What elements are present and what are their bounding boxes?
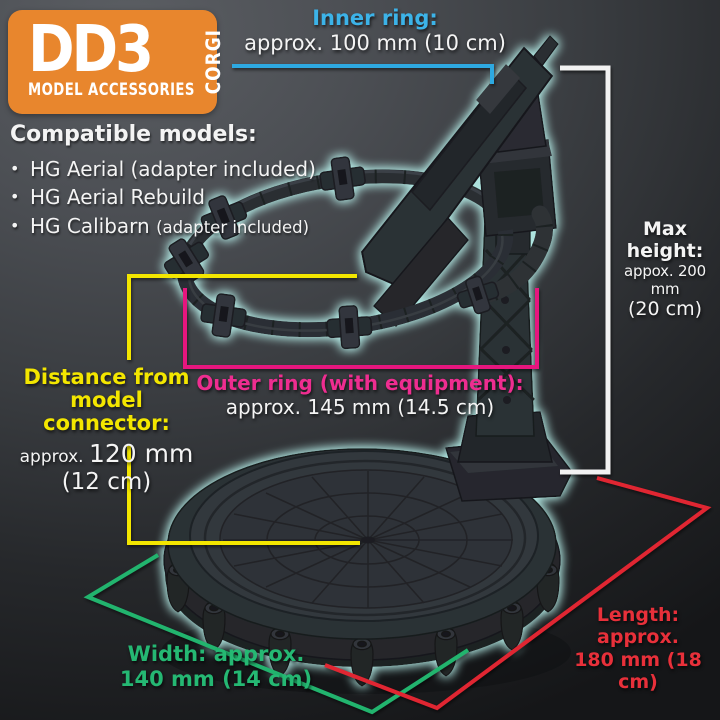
max-height-value-mm: appox. 200 mm: [624, 261, 706, 298]
connector-distance-dimension-line-bottom: [127, 446, 360, 545]
outer-ring-value: approx. 145 mm (14.5 cm): [225, 394, 495, 419]
list-item-text: HG Calibarn (adapter included): [30, 213, 310, 238]
connector-distance-value-cm: (12 cm): [61, 468, 152, 495]
mast-truss: [476, 248, 536, 402]
inner-ring-dimension-line: [232, 64, 494, 84]
outer-ring-annotation: Outer ring (with equipment): approx. 145…: [180, 371, 540, 419]
dimension-lines: [83, 64, 712, 715]
stand-base: [163, 437, 573, 687]
ring-pod: [200, 293, 373, 350]
logo-brand-text: DD3: [28, 12, 154, 87]
width-label: Width: approx.: [127, 642, 305, 666]
logo-side-text: CORGI: [202, 29, 226, 95]
ring-front: [177, 205, 553, 350]
bullet-icon: •: [10, 187, 20, 207]
inner-ring-label: Inner ring:: [312, 6, 438, 30]
connector-distance-label-line1: Distance from model: [23, 365, 190, 413]
connector-distance-dimension-line-top: [127, 274, 357, 360]
compatible-models-list: • HG Aerial (adapter included) • HG Aeri…: [10, 155, 322, 240]
bullet-icon: •: [10, 215, 20, 235]
inner-ring-value: approx. 100 mm (10 cm): [244, 30, 506, 55]
logo-subtitle-text: MODEL ACCESSORIES: [28, 80, 195, 101]
list-item: • HG Aerial (adapter included): [10, 155, 322, 183]
inner-ring-annotation: Inner ring: approx. 100 mm (10 cm): [225, 6, 525, 56]
ring-pod: [456, 275, 500, 315]
compatible-models-section: Compatible models: • HG Aerial (adapter …: [10, 122, 322, 240]
list-item: • HG Aerial Rebuild: [10, 183, 322, 211]
list-item-note: (adapter included): [156, 217, 310, 237]
length-label: Length: approx.: [596, 604, 680, 649]
list-item: • HG Calibarn (adapter included): [10, 212, 322, 240]
bullet-icon: •: [10, 159, 20, 178]
max-height-value-cm: (20 cm): [628, 298, 702, 321]
max-height-label: Max height:: [626, 218, 704, 263]
max-height-annotation: Max height: appox. 200 mm (20 cm): [610, 218, 720, 321]
length-dimension-line: [324, 476, 712, 711]
outer-ring-dimension-line: [183, 288, 539, 369]
length-annotation: Length: approx. 180 mm (18 cm): [556, 604, 720, 694]
width-annotation: Width: approx. 140 mm (14 cm): [100, 642, 332, 692]
logo-main: DD3 MODEL ACCESSORIES: [28, 18, 195, 101]
connector-distance-value: approx. 120 mm: [19, 439, 194, 469]
max-height-dimension-line: [560, 65, 611, 475]
base-spokes: [223, 471, 513, 608]
compatible-models-heading: Compatible models:: [10, 122, 257, 147]
length-value: 180 mm (18 cm): [574, 648, 702, 694]
display-stand: [163, 35, 573, 687]
list-item-text: HG Aerial (adapter included): [30, 157, 316, 181]
connector-distance-label-line2: connector:: [43, 411, 170, 436]
ring-pod: [163, 156, 366, 282]
connector-distance-annotation: Distance from model connector: approx. 1…: [0, 365, 213, 496]
dd3-logo: DD3 MODEL ACCESSORIES CORGI: [8, 10, 225, 114]
list-item-text: HG Aerial Rebuild: [30, 185, 205, 210]
outer-ring-label: Outer ring (with equipment):: [196, 371, 524, 395]
width-dimension-line: [83, 553, 470, 715]
width-value: 140 mm (14 cm): [119, 666, 313, 691]
